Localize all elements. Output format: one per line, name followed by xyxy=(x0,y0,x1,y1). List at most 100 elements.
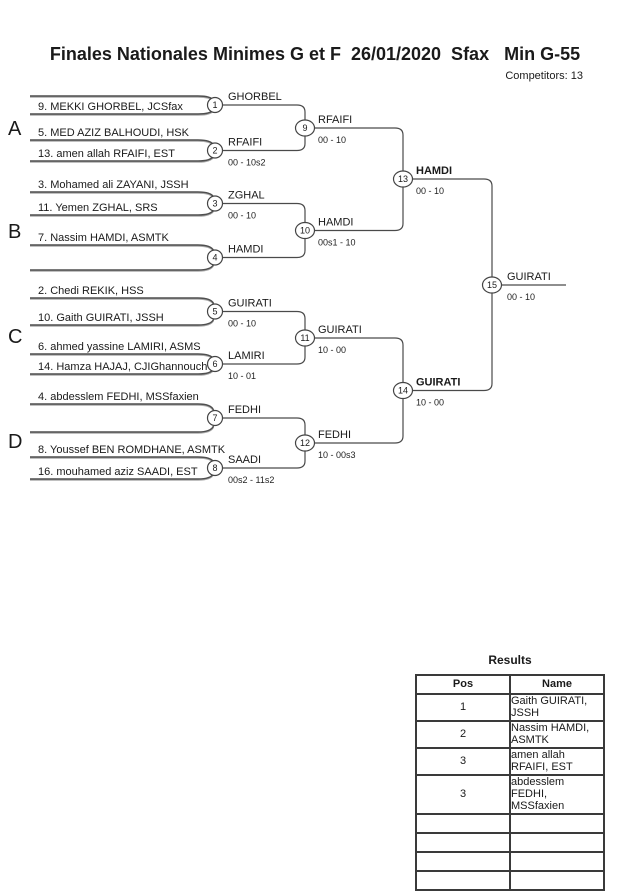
match-circle xyxy=(481,276,503,294)
result-pos: 2 xyxy=(415,720,511,749)
result-name: Gaith GUIRATI, JSSH xyxy=(509,693,605,722)
winner-name: FEDHI xyxy=(228,404,261,416)
result-row-empty xyxy=(415,870,605,891)
match-circle xyxy=(294,329,316,347)
group-labels: A B C D xyxy=(8,118,22,453)
match-score: 10 - 00 xyxy=(318,345,346,355)
result-row: 1 Gaith GUIRATI, JSSH xyxy=(415,693,605,722)
result-name: abdesslem FEDHI, MSSfaxien xyxy=(509,774,605,815)
match-circle xyxy=(206,355,224,373)
result-name: amen allah RFAIFI, EST xyxy=(509,747,605,776)
winner-line xyxy=(222,238,306,259)
winner-line xyxy=(222,202,306,223)
winner-name: HAMDI xyxy=(416,165,452,177)
results-table: Pos Name 1 Gaith GUIRATI, JSSH 2 Nassim … xyxy=(415,674,605,891)
player-name: 9. MEKKI GHORBEL, JCSfax xyxy=(38,101,183,113)
player-line xyxy=(30,403,215,411)
winner-line xyxy=(314,337,404,383)
winner-name: ZGHAL xyxy=(228,190,265,202)
group-label-b: B xyxy=(8,221,21,243)
winner-name: HAMDI xyxy=(318,217,353,229)
bracket-diagram: 1 2 3 4 5 6 7 8 9 10 11 12 13 14 15 A B … xyxy=(8,91,566,485)
winner-line xyxy=(222,346,306,365)
match-number: 8 xyxy=(212,463,217,473)
player-name: 14. Hamza HAJAJ, CJIGhannouch xyxy=(38,361,207,373)
match-circle xyxy=(294,221,316,240)
competitors-count: Competitors: 13 xyxy=(505,70,583,82)
winner-name: RFAIFI xyxy=(318,114,352,126)
result-pos xyxy=(415,813,511,834)
winner-name: GUIRATI xyxy=(416,377,460,389)
match-circle xyxy=(206,409,224,427)
result-name xyxy=(509,870,605,891)
tournament-title: Finales Nationales Minimes G et F 26/01/… xyxy=(49,44,581,64)
player-line xyxy=(30,297,215,304)
match-number: 5 xyxy=(212,307,217,317)
player-name: 3. Mohamed ali ZAYANI, JSSH xyxy=(38,179,189,191)
player-name: 16. mouhamed aziz SAADI, EST xyxy=(38,466,198,478)
winner-labels: GHORBEL RFAIFI 00 - 10s2 ZGHAL 00 - 10 H… xyxy=(228,91,551,485)
winner-name: GUIRATI xyxy=(318,324,362,336)
match-score: 10 - 01 xyxy=(228,371,256,381)
result-name: Nassim HAMDI, ASMTK xyxy=(509,720,605,749)
result-pos xyxy=(415,851,511,872)
winner-line xyxy=(314,398,404,444)
winner-line xyxy=(222,310,306,330)
player-name: 11. Yemen ZGHAL, SRS xyxy=(38,202,158,214)
result-row: 3 amen allah RFAIFI, EST xyxy=(415,747,605,776)
player-name: 2. Chedi REKIK, HSS xyxy=(38,285,144,297)
group-label-c: C xyxy=(8,326,22,348)
match-circle xyxy=(294,119,316,137)
match-circle xyxy=(206,96,224,114)
match-circle xyxy=(206,459,224,477)
match-score: 00 - 10 xyxy=(228,319,256,329)
player-name: 7. Nassim HAMDI, ASMTK xyxy=(38,232,169,244)
winner-name: HAMDI xyxy=(228,244,263,256)
player-line xyxy=(30,319,215,326)
result-pos xyxy=(415,870,511,891)
player-name: 6. ahmed yassine LAMIRI, ASMS xyxy=(38,341,201,353)
result-row: 2 Nassim HAMDI, ASMTK xyxy=(415,720,605,749)
winner-line xyxy=(222,417,306,435)
winner-name: GUIRATI xyxy=(228,298,272,310)
winner-line xyxy=(411,293,493,392)
match-number: 10 xyxy=(300,226,310,236)
match-numbers: 1 2 3 4 5 6 7 8 9 10 11 12 13 14 15 xyxy=(212,100,497,473)
match-score: 00 - 10 xyxy=(416,186,444,196)
match-circle xyxy=(294,434,316,452)
winner-line xyxy=(222,104,306,120)
match-number: 3 xyxy=(212,199,217,209)
match-number: 15 xyxy=(487,280,497,290)
result-pos: 3 xyxy=(415,774,511,815)
match-circles xyxy=(206,96,503,477)
result-name xyxy=(509,851,605,872)
player-line xyxy=(30,191,215,198)
winner-name: GHORBEL xyxy=(228,91,282,103)
player-line xyxy=(30,244,215,251)
bye-line xyxy=(30,264,215,271)
pos-column-header: Pos xyxy=(415,674,511,695)
match-score: 10 - 00s3 xyxy=(318,450,356,460)
winner-line xyxy=(222,451,306,469)
result-row-empty xyxy=(415,851,605,872)
match-score: 00s2 - 11s2 xyxy=(228,475,274,485)
match-number: 4 xyxy=(212,253,217,263)
match-circle xyxy=(392,170,414,188)
match-number: 13 xyxy=(398,174,408,184)
match-number: 7 xyxy=(212,413,217,423)
winner-name: SAADI xyxy=(228,454,261,466)
match-number: 2 xyxy=(212,146,217,156)
player-name: 8. Youssef BEN ROMDHANE, ASMTK xyxy=(38,444,226,456)
results-header-row: Pos Name xyxy=(415,674,605,695)
result-pos: 3 xyxy=(415,747,511,776)
match-circle xyxy=(392,381,414,400)
player-line xyxy=(30,139,215,146)
match-score: 10 - 00 xyxy=(416,398,444,408)
match-score: 00s1 - 10 xyxy=(318,238,356,248)
result-pos xyxy=(415,832,511,853)
group-label-a: A xyxy=(8,118,22,140)
name-column-header: Name xyxy=(509,674,605,695)
result-row-empty xyxy=(415,832,605,853)
match-number: 11 xyxy=(300,333,309,343)
result-name xyxy=(509,832,605,853)
